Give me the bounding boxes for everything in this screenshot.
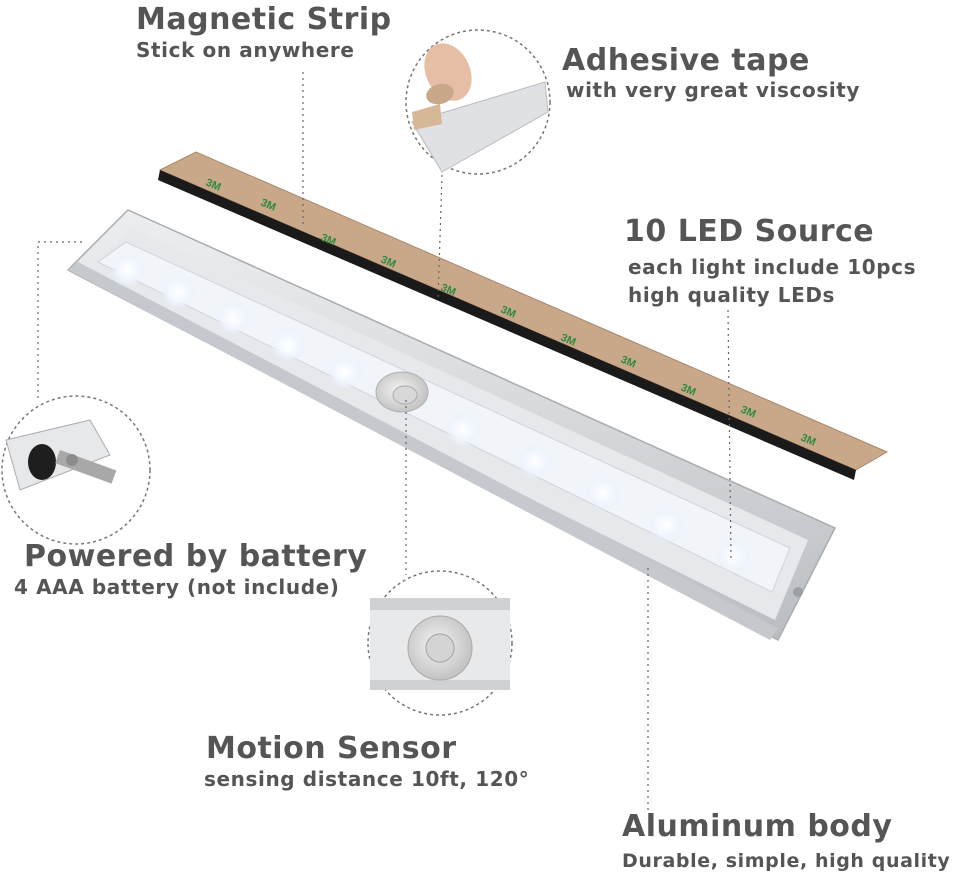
led-10 — [715, 538, 751, 574]
motion-sensor-lens — [375, 371, 429, 413]
aluminum-body-title: Aluminum body — [622, 809, 893, 844]
aluminum-body-subtitle: Durable, simple, high quality — [622, 850, 951, 872]
motion-sensor-title: Motion Sensor — [206, 731, 457, 766]
svg-text:3M: 3M — [799, 432, 818, 449]
tape-3m-markings: 3M 3M 3M 3M 3M 3M 3M 3M 3M 3M 3M — [204, 177, 818, 449]
tape-detail-inset — [405, 29, 551, 175]
magnetic-strip-title: Magnetic Strip — [136, 2, 392, 37]
svg-text:3M: 3M — [679, 382, 698, 399]
magnetic-strip-subtitle: Stick on anywhere — [136, 38, 355, 62]
led-source-title: 10 LED Source — [624, 214, 875, 249]
led-source-line-1: each light include 10pcs — [628, 255, 917, 279]
led-7 — [517, 444, 553, 480]
svg-text:3M: 3M — [204, 177, 223, 194]
led-source-line-2: high quality LEDs — [628, 283, 836, 307]
svg-text:3M: 3M — [439, 282, 458, 299]
led-2 — [160, 274, 196, 310]
led-3 — [215, 300, 251, 336]
led-diffuser-panel — [97, 241, 791, 593]
adhesive-tape-subtitle: with very great viscosity — [566, 78, 861, 102]
led-8 — [585, 475, 621, 511]
svg-text:3M: 3M — [499, 304, 518, 321]
adhesive-tape-title: Adhesive tape — [562, 43, 810, 78]
leader-lines — [37, 72, 732, 812]
battery-subtitle: 4 AAA battery (not include) — [14, 575, 340, 599]
adhesive-tape-strip: 3M 3M 3M 3M 3M 3M 3M 3M 3M 3M 3M — [158, 151, 889, 480]
motion-sensor-subtitle: sensing distance 10ft, 120° — [204, 767, 530, 791]
led-5 — [327, 354, 363, 390]
power-switch-hole — [793, 587, 803, 597]
svg-text:3M: 3M — [379, 254, 398, 271]
led-6 — [445, 412, 481, 448]
svg-text:3M: 3M — [319, 232, 338, 249]
magnet-strip-edge — [158, 170, 856, 480]
battery-slot-icon — [28, 444, 56, 480]
led-4 — [270, 327, 306, 363]
svg-text:3M: 3M — [739, 404, 758, 421]
battery-title: Powered by battery — [24, 539, 368, 574]
led-1 — [110, 252, 146, 288]
led-array — [110, 252, 751, 574]
svg-text:3M: 3M — [619, 354, 638, 371]
sensor-detail-inset — [367, 570, 513, 716]
battery-detail-inset — [1, 395, 151, 545]
svg-text:3M: 3M — [559, 332, 578, 349]
led-9 — [648, 507, 684, 543]
svg-text:3M: 3M — [259, 197, 278, 214]
